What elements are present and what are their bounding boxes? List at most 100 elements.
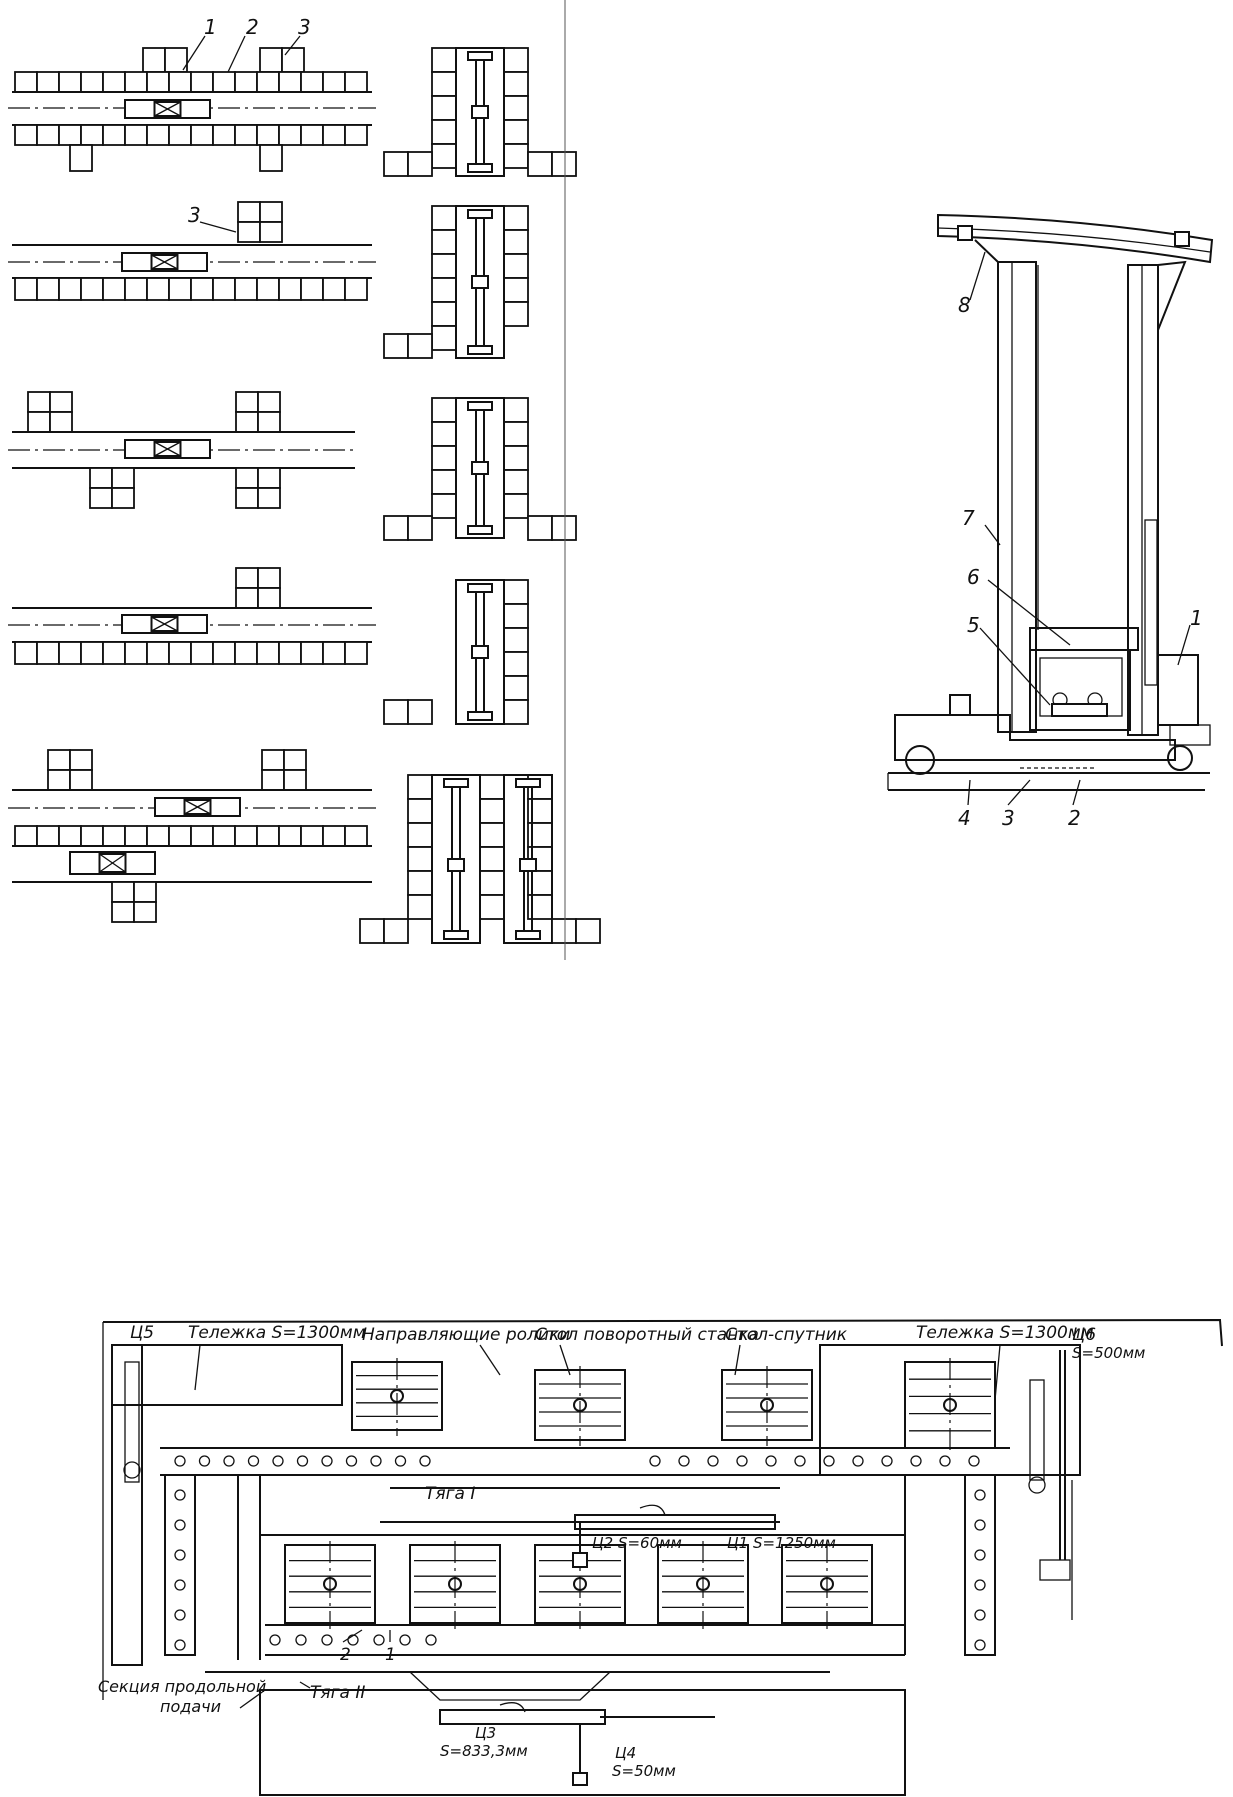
storage-cell: [503, 493, 529, 519]
storage-cell: [261, 769, 285, 791]
callout-2: 2: [246, 15, 259, 39]
storage-cell: [89, 467, 113, 489]
storage-cell: [479, 894, 505, 920]
storage-cell: [259, 144, 283, 172]
storage-cell: [190, 71, 214, 93]
bottom-beam: [467, 525, 493, 535]
storage-cell: [49, 411, 73, 433]
storage-cell: [322, 641, 346, 665]
storage-cell: [503, 627, 529, 653]
storage-cell: [142, 47, 166, 73]
storage-cell: [102, 124, 126, 146]
roller: [295, 1634, 307, 1646]
roller: [425, 1634, 437, 1646]
storage-cell: [234, 277, 258, 301]
storage-cell: [89, 487, 113, 509]
vscheme-1: [431, 47, 529, 177]
storage-cell: [300, 641, 324, 665]
label-7: 7: [962, 506, 975, 530]
storage-cell: [36, 641, 60, 665]
storage-cell: [344, 71, 368, 93]
label-3: 3: [1002, 806, 1015, 830]
storage-cell: [212, 277, 236, 301]
storage-cell: [431, 277, 457, 303]
storage-cell: [322, 825, 346, 847]
storage-cell: [278, 825, 302, 847]
storage-cell: [383, 918, 409, 944]
carriage-cross: [184, 799, 211, 815]
storage-cell: [102, 825, 126, 847]
storage-cell: [344, 825, 368, 847]
aisle: [455, 205, 505, 359]
storage-cell: [212, 124, 236, 146]
label-c6-stroke: S=500мм: [1072, 1344, 1145, 1362]
storage-cell: [14, 641, 38, 665]
carriage-cross: [154, 441, 181, 457]
vscheme-3-base: [383, 515, 577, 541]
roller: [974, 1549, 986, 1561]
storage-cell: [431, 421, 457, 447]
storage-cell: [124, 124, 148, 146]
roller: [174, 1519, 186, 1531]
label-4: 4: [958, 806, 971, 830]
storage-cell: [281, 47, 305, 73]
label-c2: Ц2 S=60мм: [592, 1534, 682, 1552]
roller: [419, 1455, 431, 1467]
storage-cell: [503, 253, 529, 279]
carriage-cross: [154, 101, 181, 117]
bottom-beam: [467, 711, 493, 721]
storage-cell: [237, 221, 261, 243]
roller: [321, 1634, 333, 1646]
roller: [174, 1489, 186, 1501]
storage-cell: [344, 641, 368, 665]
storage-cell: [146, 71, 170, 93]
carriage: [471, 461, 489, 475]
storage-cell: [257, 411, 281, 433]
storage-cell: [503, 205, 529, 231]
storage-cell: [431, 493, 457, 519]
vscheme-4: [455, 579, 529, 725]
roller: [974, 1639, 986, 1651]
storage-cell: [14, 277, 38, 301]
storage-cell: [300, 71, 324, 93]
carriage: [471, 645, 489, 659]
storage-cell: [212, 825, 236, 847]
storage-cell: [256, 124, 280, 146]
roller: [823, 1455, 835, 1467]
bottom-beam: [467, 163, 493, 173]
storage-cell: [407, 699, 433, 725]
storage-cell: [234, 641, 258, 665]
storage-cell: [278, 641, 302, 665]
storage-cell: [124, 641, 148, 665]
storage-cell: [80, 641, 104, 665]
storage-cell: [235, 587, 259, 609]
storage-cell: [479, 798, 505, 824]
transport-plan: Ц5 Тележка S=1300мм Направляющие ролики …: [98, 1318, 1223, 1796]
storage-cell: [146, 124, 170, 146]
roller: [174, 1455, 186, 1467]
storage-cell: [503, 445, 529, 471]
storage-cell: [407, 798, 433, 824]
scheme-3: [8, 391, 358, 509]
storage-cell: [503, 469, 529, 495]
storage-cell: [503, 143, 529, 169]
roller: [910, 1455, 922, 1467]
storage-cell: [431, 301, 457, 327]
roller: [174, 1639, 186, 1651]
label-2: 2: [340, 1645, 351, 1665]
storage-cell: [36, 124, 60, 146]
storage-cell: [407, 774, 433, 800]
storage-cell: [47, 769, 71, 791]
storage-cell: [407, 870, 433, 896]
storage-cell: [102, 277, 126, 301]
roller: [974, 1489, 986, 1501]
storage-cell: [58, 124, 82, 146]
storage-cell: [69, 769, 93, 791]
label-c3: Ц3: [475, 1724, 496, 1742]
storage-cell: [111, 467, 135, 489]
roller: [968, 1455, 980, 1467]
storage-cell: [503, 301, 529, 327]
storage-cell: [212, 641, 236, 665]
storage-cell: [146, 277, 170, 301]
